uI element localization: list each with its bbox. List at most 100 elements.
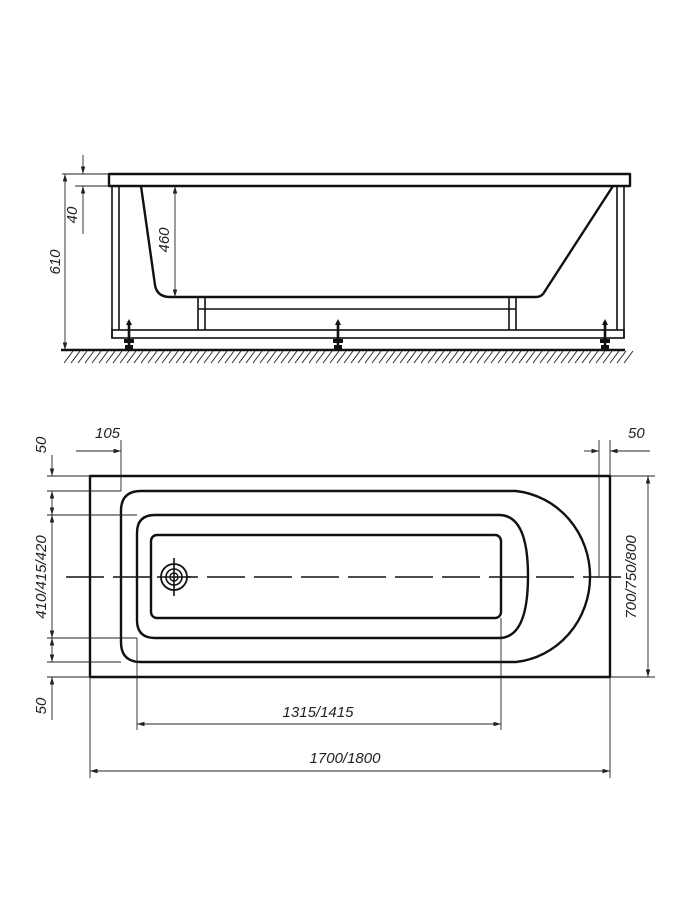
dim-label-width: 700/750/800 <box>623 535 640 619</box>
side-view: 610 40 460 <box>47 155 634 364</box>
hatch-line <box>154 350 165 364</box>
hatch-line <box>308 350 319 364</box>
hatch-line <box>497 350 508 364</box>
hatch-line <box>483 350 494 364</box>
hatch-line <box>126 350 137 364</box>
foot <box>124 319 134 350</box>
hatch-line <box>210 350 221 364</box>
hatch-line <box>231 350 242 364</box>
dim-label-top-margin: 50 <box>33 436 50 453</box>
adjustable-feet <box>124 319 610 350</box>
hatch-line <box>469 350 480 364</box>
hatch-line <box>329 350 340 364</box>
dim-label-length: 1700/1800 <box>310 750 382 767</box>
hatch-line <box>553 350 564 364</box>
hatch-line <box>119 350 130 364</box>
hatch-line <box>294 350 305 364</box>
dim-label-left-offset: 105 <box>95 425 121 442</box>
hatch-line <box>511 350 522 364</box>
dim-label-depth: 460 <box>156 227 173 253</box>
foot <box>600 319 610 350</box>
hatch-line <box>98 350 109 364</box>
hatch-line <box>434 350 445 364</box>
hatch-line <box>175 350 186 364</box>
hatch-line <box>441 350 452 364</box>
dim-label-rim: 40 <box>64 206 81 223</box>
hatch-line <box>133 350 144 364</box>
hatch-line <box>490 350 501 364</box>
dim-label-inner-length: 1315/1415 <box>283 704 355 721</box>
drain-icon <box>157 558 191 596</box>
hatch-line <box>140 350 151 364</box>
hatch-line <box>238 350 249 364</box>
hatch-line <box>217 350 228 364</box>
hatch-line <box>385 350 396 364</box>
hatch-line <box>84 350 95 364</box>
hatch-line <box>455 350 466 364</box>
bowl-bottom <box>135 513 530 640</box>
hatch-line <box>357 350 368 364</box>
hatch-line <box>406 350 417 364</box>
hatch-line <box>616 350 627 364</box>
tub-rim <box>107 172 632 188</box>
hatch-line <box>588 350 599 364</box>
hatch-line <box>343 350 354 364</box>
hatch-line <box>420 350 431 364</box>
dim-label-bottom-margin: 50 <box>33 697 50 714</box>
hatch-line <box>322 350 333 364</box>
hatch-line <box>567 350 578 364</box>
hatch-line <box>399 350 410 364</box>
hatch-line <box>189 350 200 364</box>
dim-label-height: 610 <box>47 249 64 275</box>
hatch-line <box>623 350 634 364</box>
dimension-left-vertical: 50 410/415/420 50 <box>33 436 55 720</box>
hatch-line <box>518 350 529 364</box>
hatch-line <box>560 350 571 364</box>
hatch-line <box>392 350 403 364</box>
hatch-line <box>546 350 557 364</box>
extension-lines <box>47 440 655 778</box>
hatch-line <box>147 350 158 364</box>
dim-label-right-offset: 50 <box>628 425 645 442</box>
hatch-line <box>525 350 536 364</box>
hatch-line <box>77 350 88 364</box>
dim-label-inner-width: 410/415/420 <box>33 535 50 619</box>
hatch-line <box>63 350 74 364</box>
tub-bowl-profile <box>139 185 615 299</box>
hatch-line <box>413 350 424 364</box>
hatch-line <box>539 350 550 364</box>
floor-hatching <box>63 350 634 364</box>
hatch-line <box>602 350 613 364</box>
frame <box>111 186 625 339</box>
hatch-line <box>266 350 277 364</box>
hatch-line <box>315 350 326 364</box>
foot <box>333 319 343 350</box>
hatch-line <box>378 350 389 364</box>
hatch-line <box>336 350 347 364</box>
hatch-line <box>161 350 172 364</box>
hatch-line <box>196 350 207 364</box>
hatch-line <box>476 350 487 364</box>
hatch-line <box>462 350 473 364</box>
hatch-line <box>91 350 102 364</box>
hatch-line <box>105 350 116 364</box>
hatch-line <box>532 350 543 364</box>
dimension-40: 40 <box>64 155 109 234</box>
bowl-supports <box>197 297 517 330</box>
hatch-line <box>70 350 81 364</box>
hatch-line <box>581 350 592 364</box>
hatch-line <box>609 350 620 364</box>
hatch-line <box>504 350 515 364</box>
dimension-inner-length: 1315/1415 <box>137 704 501 727</box>
hatch-line <box>224 350 235 364</box>
hatch-line <box>371 350 382 364</box>
dimension-width: 700/750/800 <box>623 476 651 677</box>
dimension-105: 105 <box>76 425 121 454</box>
dimension-460: 460 <box>156 186 178 297</box>
dimension-610: 610 <box>47 173 109 350</box>
hatch-line <box>182 350 193 364</box>
hatch-line <box>574 350 585 364</box>
hatch-line <box>280 350 291 364</box>
hatch-line <box>245 350 256 364</box>
hatch-line <box>287 350 298 364</box>
